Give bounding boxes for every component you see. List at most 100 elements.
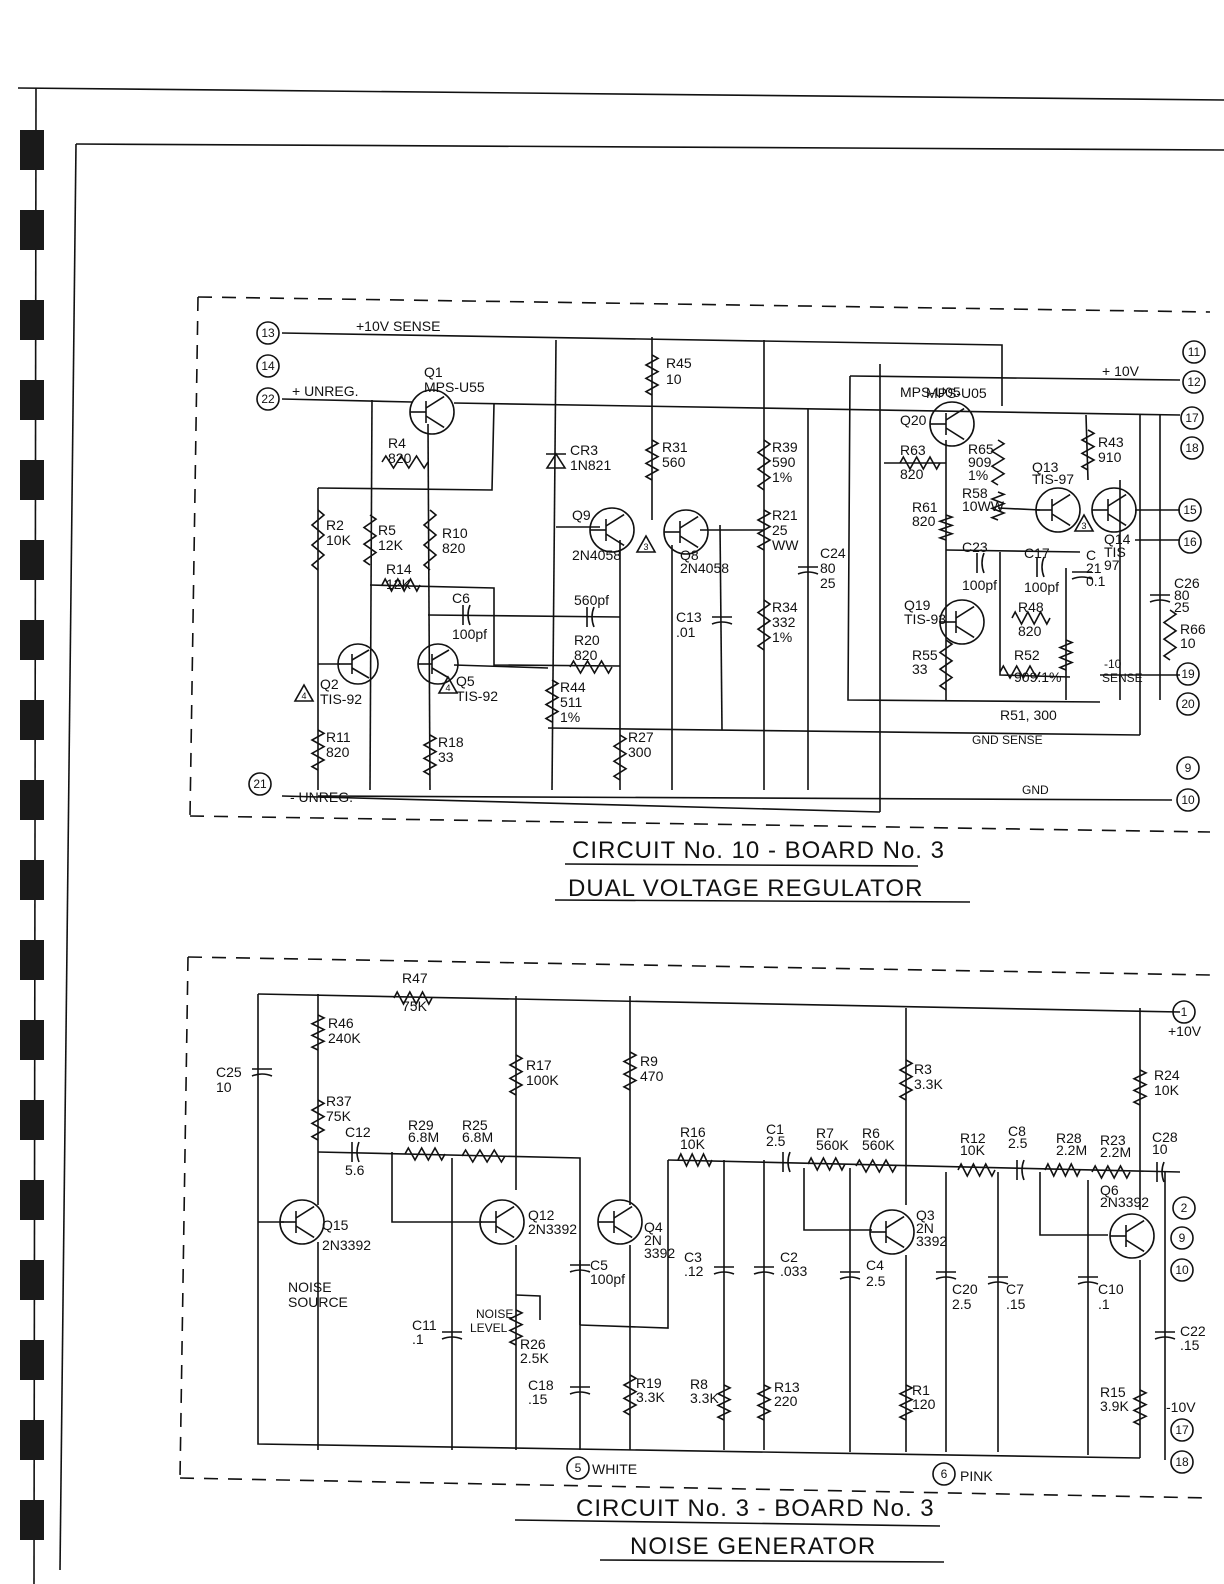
note-number: 3	[643, 542, 648, 552]
component-label: 2N4058	[680, 560, 729, 576]
component-label: C13	[676, 609, 702, 625]
transistor-symbol	[279, 1199, 325, 1245]
component-label: 120	[912, 1396, 936, 1412]
component-label: GND	[1022, 783, 1049, 797]
component-label: R66	[1180, 621, 1206, 637]
component-label: 820	[574, 647, 598, 663]
component-label: 100pf	[1024, 579, 1059, 595]
component-label: R14	[386, 561, 412, 577]
component-label: 820	[388, 450, 412, 466]
terminal: 21	[248, 772, 272, 796]
component-label: R9	[640, 1053, 658, 1069]
component-label: 33	[912, 661, 928, 677]
component-label: R4	[388, 435, 406, 451]
component-label: 220	[774, 1393, 798, 1409]
component-label: C24	[820, 545, 846, 561]
component-label: C11	[412, 1317, 437, 1333]
component-label: 3.3K	[914, 1076, 943, 1092]
component-label: 12K	[386, 576, 412, 592]
resistor-symbol	[1080, 429, 1096, 471]
component-label: -10	[1104, 657, 1122, 671]
note-triangle: 4	[293, 683, 315, 702]
component-label: R21	[772, 507, 798, 523]
component-label: C	[1086, 547, 1096, 563]
terminal: 10	[1170, 1258, 1194, 1282]
capacitor-symbol	[711, 616, 733, 625]
labels: +10V SENSE+ UNREG.- UNREG.+ 10V-10SENSEG…	[216, 318, 1206, 1484]
component-label: MPS-U05	[900, 384, 961, 400]
component-label: - UNREG.	[290, 789, 353, 805]
component-label: Q3	[916, 1207, 935, 1223]
note-triangle: 3	[635, 534, 657, 553]
component-label: 10K	[326, 532, 352, 548]
transistor-symbol	[337, 643, 379, 685]
component-label: C28	[1152, 1129, 1178, 1145]
component-label: R65	[968, 441, 994, 457]
component-label: R24	[1154, 1067, 1180, 1083]
component-label: 5.6	[345, 1162, 365, 1178]
component-label: R15	[1100, 1384, 1126, 1400]
capacitor-symbol	[1071, 571, 1093, 580]
component-label: +10V	[1168, 1023, 1202, 1039]
component-label: + 10V	[1102, 363, 1140, 379]
component-label: 820	[1018, 623, 1042, 639]
terminal-number: 21	[253, 777, 267, 791]
resistor-symbol	[1132, 1389, 1148, 1426]
resistor-symbol	[422, 509, 438, 571]
terminal-number: 22	[261, 392, 275, 406]
capacitor-symbol	[569, 1386, 591, 1395]
component-label: C25	[216, 1064, 242, 1080]
component-label: 909.1%	[1014, 669, 1061, 685]
component-label: 2.5	[766, 1133, 786, 1149]
capacitor-symbol	[1016, 1159, 1025, 1181]
terminal-number: 10	[1175, 1263, 1189, 1277]
circuit-3-title-block: CIRCUIT No. 3 - BOARD No. 3 NOISE GENERA…	[514, 1495, 945, 1563]
component-label: 300	[628, 744, 652, 760]
note-number: 4	[301, 691, 306, 701]
component-label: 2N3392	[528, 1221, 577, 1237]
component-label: R7	[816, 1125, 834, 1141]
component-label: 3.3K	[636, 1389, 665, 1405]
component-label: 909	[968, 454, 992, 470]
transistor-symbol	[479, 1199, 525, 1245]
component-label: R61	[912, 499, 938, 515]
resistor-symbol	[1011, 610, 1051, 626]
terminal-number: 19	[1181, 667, 1195, 681]
component-label: 3.3K	[690, 1390, 719, 1406]
component-label: 6.8M	[408, 1129, 439, 1145]
transistor-symbol	[409, 389, 455, 435]
terminal: 11	[1182, 340, 1206, 364]
terminal: 2	[1172, 1196, 1196, 1220]
component-label: 2.5	[866, 1273, 886, 1289]
terminal-number: 11	[1188, 345, 1201, 359]
terminal-number: 12	[1187, 375, 1201, 389]
component-label: C1	[766, 1121, 784, 1137]
component-label: .15	[528, 1391, 548, 1407]
component-label: TIS-97	[1032, 471, 1074, 487]
component-label: 2N	[916, 1220, 934, 1236]
component-label: 10	[1152, 1141, 1168, 1157]
component-label: C20	[952, 1281, 978, 1297]
terminal: 5	[566, 1456, 590, 1480]
component-label: Q9	[572, 507, 591, 523]
component-label: 80	[820, 560, 836, 576]
resistor-symbol	[716, 1384, 732, 1421]
terminal-number: 20	[1181, 697, 1195, 711]
resistor-symbol	[644, 439, 660, 481]
terminal: 9	[1176, 756, 1200, 780]
component-label: R12	[960, 1130, 986, 1146]
component-label: R18	[438, 734, 464, 750]
component-label: .01	[676, 624, 696, 640]
terminal: 12	[1182, 370, 1206, 394]
component-label: TIS	[1104, 544, 1126, 560]
component-label: 10K	[960, 1142, 986, 1158]
component-label: +10V SENSE	[356, 318, 440, 334]
component-label: R20	[574, 632, 600, 648]
circuit-3-title: CIRCUIT No. 3 - BOARD No. 3	[576, 1495, 935, 1522]
component-label: 2.5	[952, 1296, 972, 1312]
terminal: 15	[1178, 498, 1202, 522]
component-label: R63	[900, 442, 926, 458]
resistor-symbol	[1162, 609, 1178, 661]
resistor-symbol	[957, 1162, 996, 1178]
circuit-10-subtitle: DUAL VOLTAGE REGULATOR	[568, 875, 923, 902]
